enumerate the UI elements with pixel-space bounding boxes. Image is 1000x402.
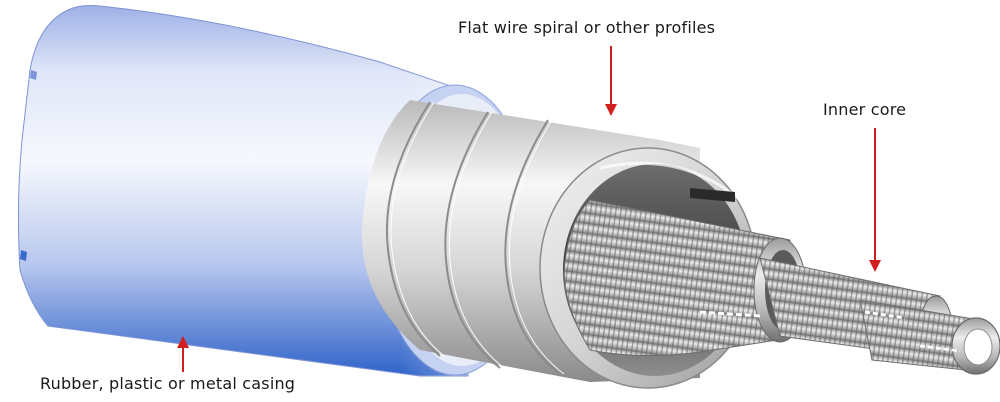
down-arrow-icon [605, 46, 617, 116]
casing-label: Rubber, plastic or metal casing [40, 374, 295, 393]
inner-core-label: Inner core [823, 100, 906, 119]
down-arrow-icon [869, 128, 881, 272]
flat-wire-spiral-label: Flat wire spiral or other profiles [458, 18, 715, 37]
